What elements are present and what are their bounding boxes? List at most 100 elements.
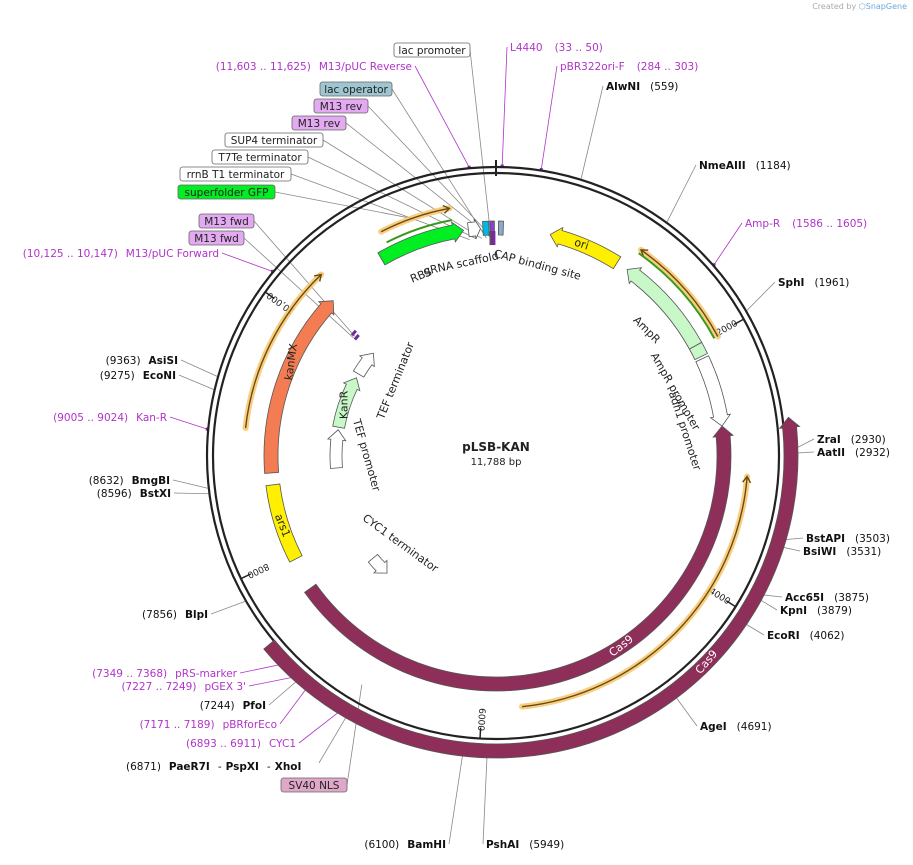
enzyme-label-combined: (6871)PaeR7I-PspXI-XhoI: [126, 761, 301, 773]
site-marker: [492, 231, 496, 246]
highlight-line: [521, 476, 748, 708]
highlight-line: [640, 249, 719, 337]
feature-arrow: [326, 429, 347, 469]
feature-arrow: [304, 425, 735, 692]
tick-mark: [265, 292, 275, 300]
tick-label: 6000: [475, 708, 486, 732]
feature-box-label: lac operator: [324, 84, 388, 96]
primer-label: (6893 .. 6911)CYC1: [186, 738, 296, 750]
primer-label: (7227 .. 7249)pGEX 3': [121, 681, 246, 693]
highlight-arcs: [242, 204, 752, 710]
enzyme-label: AgeI(4691): [700, 721, 772, 733]
enzyme-label: (8596)BstXI: [97, 488, 171, 500]
feature-box: [291, 115, 347, 131]
feature-label: AmpR: [630, 314, 663, 347]
feature-label: KanR: [337, 390, 350, 419]
feature-box: [393, 42, 471, 58]
feature-arrow: [352, 352, 375, 378]
feature-box: [319, 81, 393, 97]
enzyme-label: PshAI(5949): [486, 839, 564, 851]
primer-leader: [414, 65, 470, 168]
enzyme-leader: [666, 164, 697, 223]
enzyme-label: BsiWI(3531): [803, 546, 881, 558]
feature-arrow: [497, 220, 504, 236]
feature-box: [211, 149, 309, 165]
primer-leader: [221, 252, 273, 272]
primer-label: Amp-R(1586 .. 1605): [745, 218, 867, 230]
feature-box: [313, 98, 369, 114]
primer-leader: [540, 65, 558, 170]
tick-label: 8000: [245, 560, 270, 579]
orf-arc: [638, 252, 716, 339]
primer-label: (9005 .. 9024)Kan-R: [53, 412, 167, 424]
tick-mark: [733, 318, 744, 326]
tick-mark: [241, 573, 252, 579]
site-labels: AlwNI(559)NmeAIII(1184)SphI(1961)ZraI(29…: [23, 42, 890, 851]
snapgene-logo-icon: ⬡: [858, 2, 866, 11]
feature-leader: [391, 88, 487, 239]
enzyme-label: AlwNI(559): [606, 81, 678, 93]
primer-label: (7349 .. 7368)pRS-marker: [92, 668, 238, 680]
feature-label: CAP binding site: [492, 247, 582, 283]
feature-leader: [307, 156, 477, 240]
primer-label: pBR322ori-F(284 .. 303): [560, 61, 698, 73]
enzyme-leader: [482, 745, 488, 845]
feature-label: kanMX: [282, 342, 300, 381]
enzyme-leader: [448, 744, 465, 845]
feature-leader: [346, 684, 363, 786]
enzyme-label: (8632)BmgBI: [89, 475, 170, 487]
highlight-arrowhead: [442, 204, 451, 214]
feature-arrow: [688, 341, 708, 361]
feature-label: TEF promoter: [350, 417, 383, 494]
highlight-line: [244, 273, 322, 429]
feature-leader: [243, 237, 354, 339]
feature-arrow: [263, 300, 335, 474]
enzyme-leader: [746, 281, 776, 311]
feature-leader: [274, 191, 413, 219]
primer-leader: [169, 416, 208, 430]
primer-marker: [350, 329, 358, 337]
feature-arrow: [263, 416, 801, 759]
credit-brand: SnapGene: [865, 2, 907, 11]
feature-box-label: M13 fwd: [194, 233, 239, 245]
primer-leader: [713, 222, 743, 265]
primer-marker: [353, 334, 360, 341]
highlight-arrowhead: [639, 249, 649, 257]
tick-mark: [725, 600, 736, 607]
orf-arc: [386, 219, 452, 244]
primer-label: (11,603 .. 11,625)M13/pUC Reverse: [216, 61, 412, 73]
feature-arrow: [265, 483, 303, 563]
feature-label: gRNA scaffold: [422, 249, 500, 278]
plasmid-length: 11,788 bp: [471, 457, 522, 468]
feature-box: [188, 230, 245, 246]
feature-arrow: [549, 226, 622, 270]
site-marker: [489, 231, 493, 246]
feature-box: [280, 777, 348, 793]
enzyme-leader: [173, 492, 209, 495]
enzyme-label: (7244)PfoI: [200, 700, 266, 712]
feature-label: TEF terminator: [374, 340, 417, 422]
feature-box-label: superfolder GFP: [185, 187, 269, 199]
enzyme-label: EcoRI(4062): [767, 630, 845, 642]
feature-box: [198, 213, 255, 229]
feature-arrow: [695, 355, 732, 427]
enzyme-leader: [210, 600, 246, 615]
features: [263, 218, 801, 759]
feature-box: [224, 132, 324, 148]
feature-arrow: [626, 267, 703, 350]
feature-leader: [345, 122, 492, 239]
enzyme-label: KpnI(3879): [780, 605, 852, 617]
feature-leader: [469, 49, 492, 239]
enzyme-leader: [178, 374, 214, 390]
feature-box-label: rrnB T1 terminator: [187, 169, 285, 181]
feature-box-label: M13 rev: [298, 118, 341, 130]
enzyme-label: SphI(1961): [778, 277, 849, 289]
feature-box-label: SV40 NLS: [289, 780, 340, 792]
feature-arrow: [367, 553, 388, 574]
feature-arrow: [377, 221, 465, 266]
primer-label: (10,125 .. 10,147)M13/pUC Forward: [23, 248, 219, 260]
highlight-arrowhead: [742, 475, 752, 484]
highlight-arrowhead: [313, 273, 323, 282]
enzyme-label: ZraI(2930): [817, 434, 886, 446]
